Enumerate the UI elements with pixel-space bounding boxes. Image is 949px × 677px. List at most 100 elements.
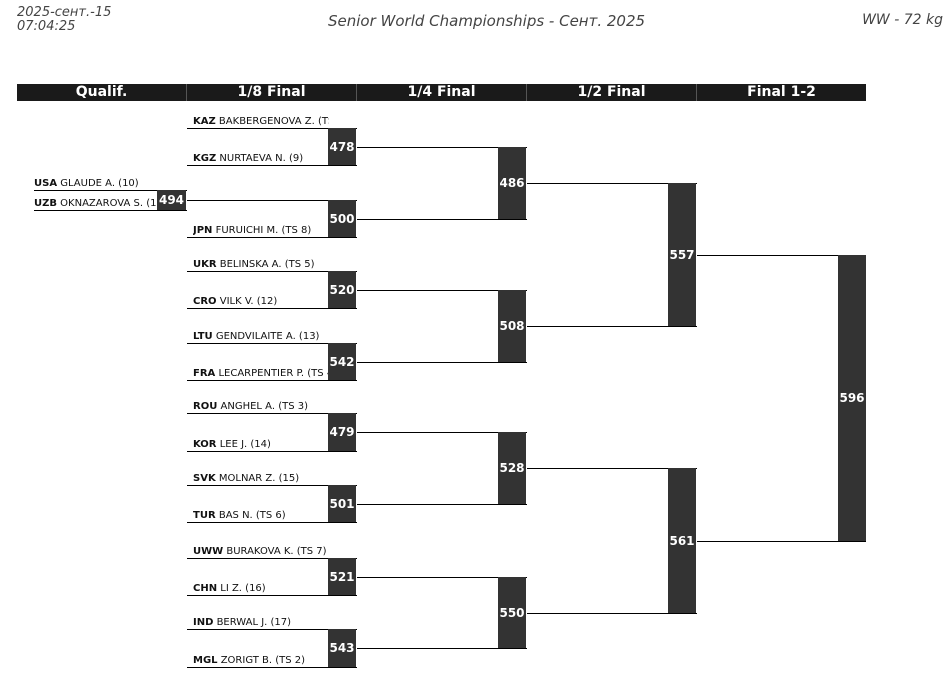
athlete-name: VILK V. (12)	[216, 296, 278, 307]
semi-line	[527, 468, 697, 469]
athlete-country: CHN	[193, 583, 218, 594]
final-line	[697, 541, 866, 542]
eighth-bout-box[interactable]: 478	[328, 128, 356, 165]
quarter-line	[357, 432, 527, 433]
quarter-line	[357, 147, 527, 148]
eighth-bout-box[interactable]: 521	[328, 558, 356, 595]
semi-line	[527, 326, 697, 327]
weight-category: WW - 72 kg	[862, 12, 943, 28]
eighth-athlete: UWW BURAKOVA K. (TS 7)	[193, 546, 329, 557]
eighth-line	[187, 451, 357, 452]
athlete-name: BAS N. (TS 6)	[215, 510, 286, 521]
eighth-line	[187, 558, 357, 559]
eighth-athlete: ROU ANGHEL A. (TS 3)	[193, 401, 329, 412]
eighth-line	[187, 128, 357, 129]
semi-bout-box[interactable]: 561	[668, 468, 696, 613]
round-header-semi: 1/2 Final	[527, 84, 697, 101]
eighth-bout-box[interactable]: 479	[328, 413, 356, 451]
header-date: 2025-сент.-15 07:04:25	[17, 6, 111, 34]
round-header-final: Final 1-2	[697, 84, 866, 101]
quarter-line	[357, 648, 527, 649]
qualif-line	[34, 190, 187, 191]
round-header-qualif: Qualif.	[17, 84, 187, 101]
athlete-name: GENDVILAITE A. (13)	[212, 331, 320, 342]
eighth-line	[187, 629, 357, 630]
eighth-line	[187, 200, 357, 201]
eighth-line	[187, 380, 357, 381]
eighth-line	[187, 667, 357, 668]
athlete-name: BURAKOVA K. (TS 7)	[223, 546, 327, 557]
athlete-name: BELINSKA A. (TS 5)	[216, 259, 315, 270]
qualif-athlete: USA GLAUDE A. (10)	[34, 178, 158, 189]
athlete-country: IND	[193, 617, 214, 628]
round-header-bar: Qualif. 1/8 Final 1/4 Final 1/2 Final Fi…	[17, 84, 866, 101]
athlete-country: JPN	[193, 225, 213, 236]
athlete-country: USA	[34, 178, 58, 189]
eighth-athlete: CRO VILK V. (12)	[193, 296, 329, 307]
eighth-athlete: JPN FURUICHI M. (TS 8)	[193, 225, 329, 236]
page-title: Senior World Championships - Сент. 2025	[328, 12, 646, 30]
athlete-name: OKNAZAROVA S. (11)	[57, 198, 158, 209]
eighth-athlete: KGZ NURTAEVA N. (9)	[193, 153, 329, 164]
eighth-bout-box[interactable]: 543	[328, 629, 356, 667]
athlete-name: BAKBERGENOVA Z. (TS 1)	[218, 116, 329, 127]
qualif-line	[34, 210, 187, 211]
round-header-eighth: 1/8 Final	[187, 84, 357, 101]
athlete-name: LI Z. (16)	[217, 583, 266, 594]
semi-bout-box[interactable]: 557	[668, 183, 696, 326]
athlete-country: FRA	[193, 368, 216, 379]
eighth-athlete: FRA LECARPENTIER P. (TS 4)	[193, 368, 329, 379]
athlete-country: KGZ	[193, 153, 217, 164]
eighth-athlete: UKR BELINSKA A. (TS 5)	[193, 259, 329, 270]
eighth-athlete: IND BERWAL J. (17)	[193, 617, 329, 628]
athlete-country: UZB	[34, 198, 57, 209]
eighth-line	[187, 485, 357, 486]
eighth-athlete: TUR BAS N. (TS 6)	[193, 510, 329, 521]
athlete-name: NURTAEVA N. (9)	[216, 153, 304, 164]
quarter-bout-box[interactable]: 486	[498, 147, 526, 219]
athlete-name: MOLNAR Z. (15)	[215, 473, 300, 484]
athlete-name: BERWAL J. (17)	[213, 617, 292, 628]
quarter-line	[357, 219, 527, 220]
eighth-athlete: KOR LEE J. (14)	[193, 439, 329, 450]
eighth-bout-box[interactable]: 501	[328, 485, 356, 522]
athlete-country: UWW	[193, 546, 224, 557]
eighth-athlete: MGL ZORIGT B. (TS 2)	[193, 655, 329, 666]
eighth-athlete: LTU GENDVILAITE A. (13)	[193, 331, 329, 342]
eighth-line	[187, 271, 357, 272]
eighth-athlete: KAZ BAKBERGENOVA Z. (TS 1)	[193, 116, 329, 127]
quarter-bout-box[interactable]: 528	[498, 432, 526, 504]
athlete-country: KAZ	[193, 116, 216, 127]
athlete-country: UKR	[193, 259, 217, 270]
quarter-line	[357, 290, 527, 291]
eighth-line	[187, 595, 357, 596]
header-time-line: 07:04:25	[17, 19, 76, 34]
athlete-country: TUR	[193, 510, 216, 521]
quarter-line	[357, 504, 527, 505]
quarter-line	[357, 362, 527, 363]
athlete-country: KOR	[193, 439, 217, 450]
athlete-country: MGL	[193, 655, 218, 666]
qualif-bout-box[interactable]: 494	[157, 190, 186, 210]
eighth-line	[187, 343, 357, 344]
eighth-line	[187, 522, 357, 523]
final-bout-box[interactable]: 596	[838, 255, 866, 541]
athlete-name: FURUICHI M. (TS 8)	[212, 225, 312, 236]
qualif-athlete: UZB OKNAZAROVA S. (11)	[34, 198, 158, 209]
quarter-bout-box[interactable]: 550	[498, 577, 526, 648]
eighth-line	[187, 308, 357, 309]
quarter-bout-box[interactable]: 508	[498, 290, 526, 362]
semi-line	[527, 613, 697, 614]
athlete-country: SVK	[193, 473, 216, 484]
header-date-line: 2025-сент.-15	[17, 5, 112, 20]
athlete-country: CRO	[193, 296, 217, 307]
athlete-name: LEE J. (14)	[216, 439, 271, 450]
eighth-bout-box[interactable]: 500	[328, 200, 356, 237]
eighth-athlete: CHN LI Z. (16)	[193, 583, 329, 594]
eighth-bout-box[interactable]: 520	[328, 271, 356, 308]
athlete-name: ANGHEL A. (TS 3)	[217, 401, 309, 412]
eighth-bout-box[interactable]: 542	[328, 343, 356, 380]
quarter-line	[357, 577, 527, 578]
athlete-country: ROU	[193, 401, 218, 412]
eighth-line	[187, 413, 357, 414]
